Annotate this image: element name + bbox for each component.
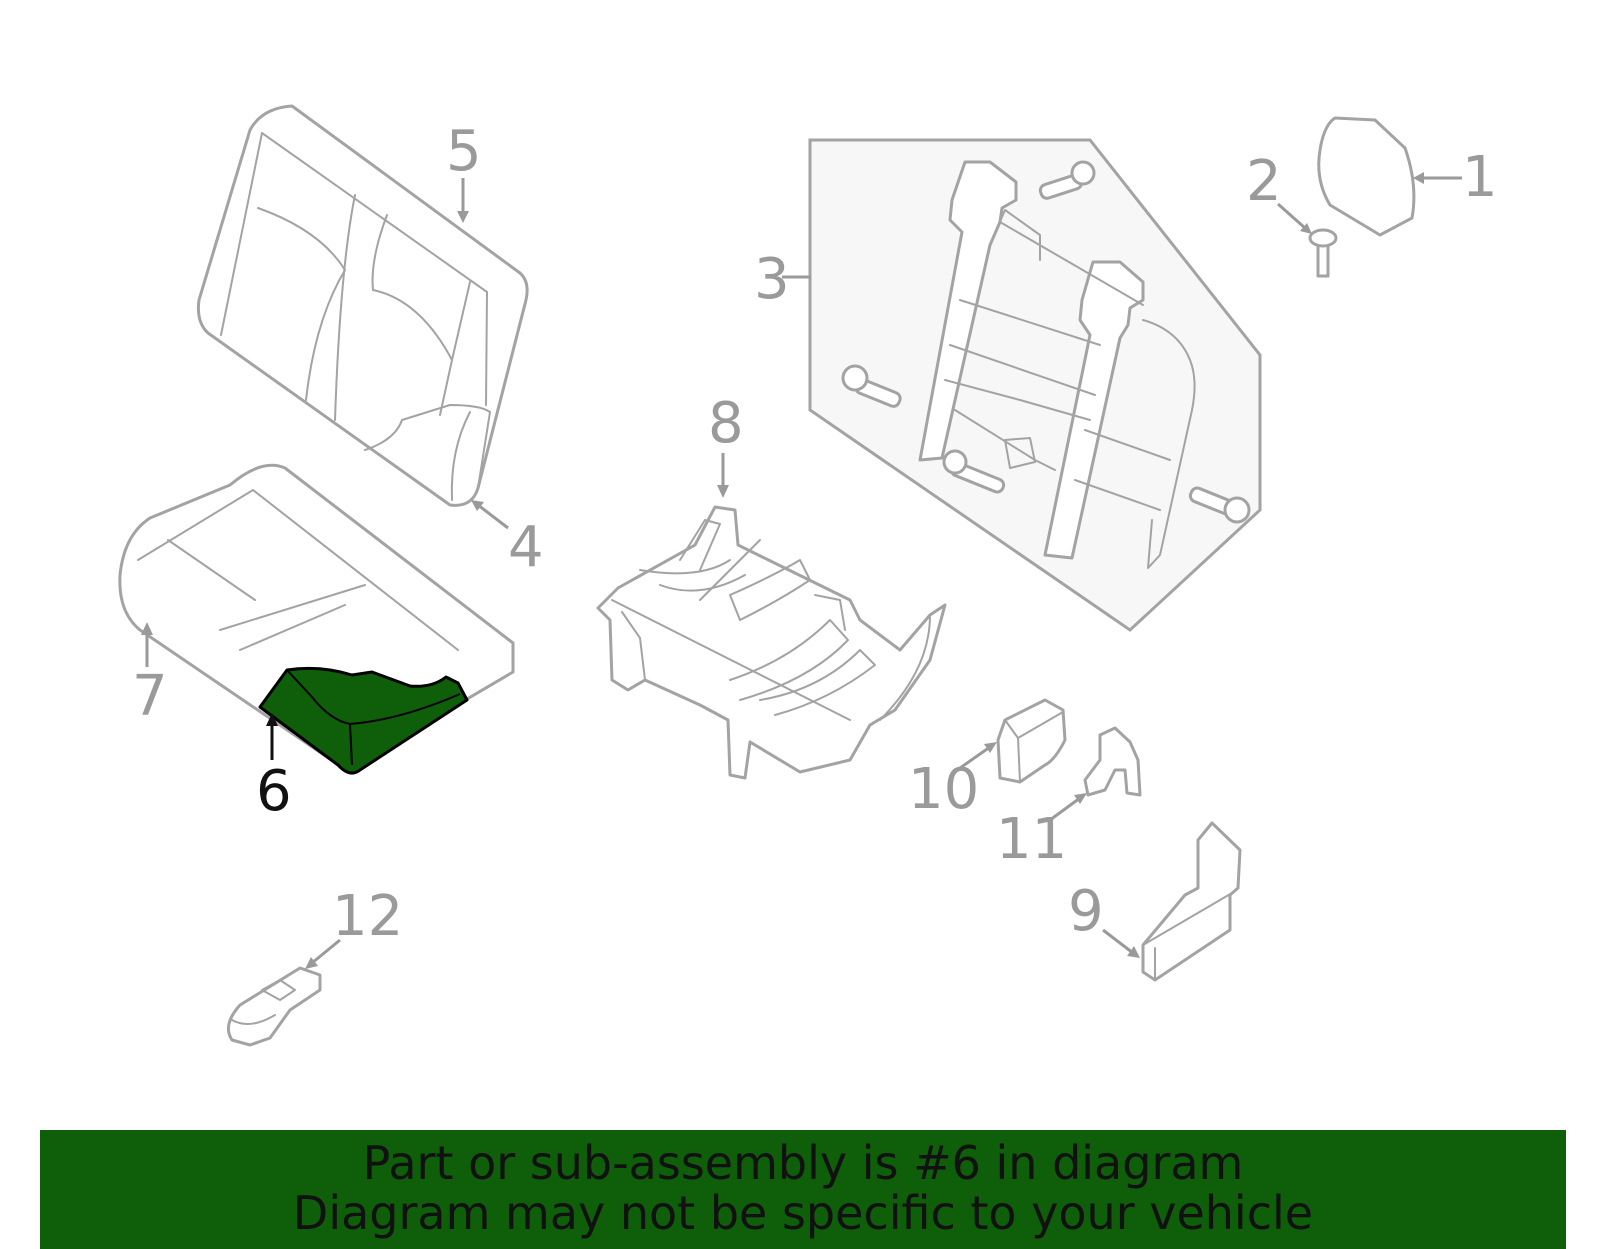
callout-2: 2: [1246, 149, 1282, 214]
bolt-icon: [1038, 160, 1096, 200]
callout-5: 5: [446, 119, 482, 184]
callout-9: 9: [1068, 879, 1104, 944]
bolt-icon: [841, 364, 902, 408]
part-2-headrest-guide[interactable]: [1308, 228, 1338, 278]
part-11-trim[interactable]: [1083, 726, 1142, 797]
callout-7: 7: [132, 664, 168, 729]
part-7-seat-cushion[interactable]: [118, 463, 515, 772]
part-12-latch[interactable]: [226, 966, 322, 1047]
callout-1: 1: [1462, 145, 1498, 210]
callout-12: 12: [332, 884, 403, 949]
callout-labels: 1 2 3 4 5 6 7 8 9 10 11 12: [132, 119, 1498, 949]
part-8-seat-frame[interactable]: [596, 505, 947, 780]
bolt-icon: [942, 449, 1006, 494]
part-6-seat-cushion-cover[interactable]: [258, 666, 469, 775]
callout-4: 4: [508, 515, 544, 580]
info-banner: Part or sub-assembly is #6 in diagram Di…: [40, 1130, 1566, 1249]
banner-line-1: Part or sub-assembly is #6 in diagram: [362, 1136, 1244, 1190]
part-1-headrest[interactable]: [1317, 116, 1416, 237]
bolt-icon: [1188, 486, 1251, 524]
callout-10: 10: [908, 757, 979, 822]
callout-6-highlighted: 6: [256, 759, 292, 824]
part-3-seat-back-frame[interactable]: [808, 138, 1262, 632]
part-5-seat-back[interactable]: [196, 104, 529, 507]
callout-11: 11: [996, 807, 1067, 872]
leader-lines: [141, 172, 1462, 969]
part-9-side-cover[interactable]: [1141, 821, 1242, 982]
part-10-cover[interactable]: [996, 698, 1067, 784]
banner-line-2: Diagram may not be specific to your vehi…: [292, 1186, 1314, 1240]
callout-8: 8: [708, 391, 744, 456]
frame-group-background: [808, 138, 1262, 632]
callout-3: 3: [754, 247, 790, 312]
